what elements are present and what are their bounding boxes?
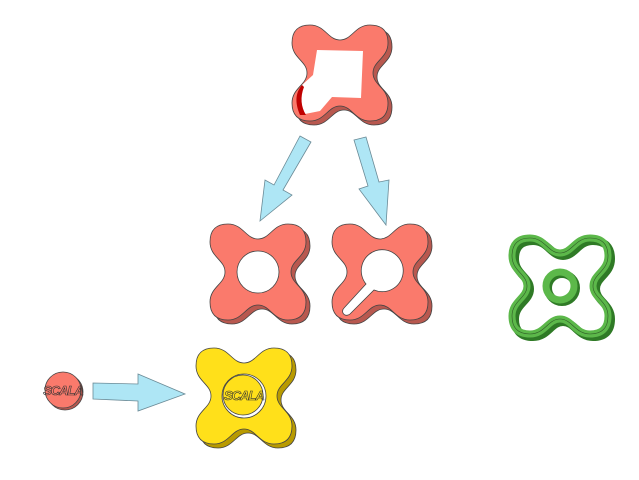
arrow-right — [92, 373, 187, 412]
cut-edge — [296, 85, 306, 115]
center-hole — [236, 250, 280, 294]
inlay-label: SCALA — [224, 388, 264, 403]
square-cutout — [300, 50, 363, 115]
coin-label: SCALA — [43, 383, 83, 398]
scala-coin: SCALA — [43, 371, 85, 411]
keyhole-cutout — [342, 249, 404, 316]
keyhole-shape — [331, 223, 433, 325]
outline-shape — [512, 238, 611, 337]
top-shape-square-cut — [291, 24, 393, 126]
yellow-inlay-shape: SCALA — [195, 347, 297, 449]
arrow-down-left — [259, 135, 312, 222]
ring-shape — [209, 223, 311, 325]
arrow-down-right — [353, 136, 390, 227]
